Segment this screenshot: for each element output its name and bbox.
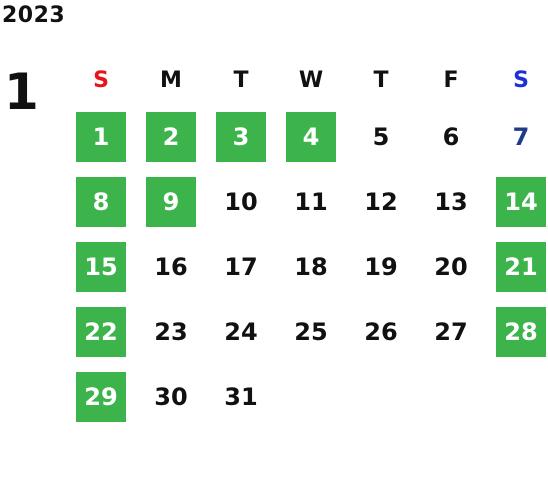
day-cell[interactable]: 29	[76, 372, 126, 422]
day-cell[interactable]: 28	[496, 307, 546, 357]
day-cell[interactable]: 3	[216, 112, 266, 162]
day-cell[interactable]: 8	[76, 177, 126, 227]
day-cell[interactable]: 1	[76, 112, 126, 162]
day-cell[interactable]: 16	[154, 253, 188, 281]
day-cell[interactable]: 18	[294, 253, 328, 281]
day-cell[interactable]: 22	[76, 307, 126, 357]
day-cell[interactable]: 24	[224, 318, 258, 346]
day-cell[interactable]: 13	[434, 188, 468, 216]
day-cell[interactable]: 31	[224, 383, 258, 411]
day-cell[interactable]: 25	[294, 318, 328, 346]
day-cell[interactable]: 7	[512, 123, 530, 151]
day-cell-empty	[356, 372, 406, 422]
week-row-5: 29 30 31	[66, 368, 548, 433]
day-cell[interactable]: 17	[224, 253, 258, 281]
weekday-header-row: S M T W T F S	[66, 56, 548, 108]
month-label: 1	[4, 63, 39, 121]
day-cell-empty	[286, 372, 336, 422]
day-cell[interactable]: 27	[434, 318, 468, 346]
day-cell[interactable]: 20	[434, 253, 468, 281]
day-cell[interactable]: 4	[286, 112, 336, 162]
weekday-thursday: T	[373, 68, 389, 93]
weekday-sunday: S	[93, 68, 109, 93]
weekday-tuesday: T	[233, 68, 249, 93]
day-cell[interactable]: 12	[364, 188, 398, 216]
weekday-monday: M	[160, 68, 182, 93]
year-label: 2023	[2, 3, 66, 28]
calendar-grid: S M T W T F S 1 2 3 4 5 6 7 8 9 10 11 12…	[66, 56, 548, 433]
day-cell[interactable]: 26	[364, 318, 398, 346]
week-row-1: 1 2 3 4 5 6 7	[66, 108, 548, 173]
day-cell-empty	[496, 372, 546, 422]
week-row-4: 22 23 24 25 26 27 28	[66, 303, 548, 368]
day-cell[interactable]: 2	[146, 112, 196, 162]
weekday-wednesday: W	[298, 68, 324, 93]
day-cell[interactable]: 5	[372, 123, 390, 151]
week-row-2: 8 9 10 11 12 13 14	[66, 173, 548, 238]
day-cell[interactable]: 23	[154, 318, 188, 346]
weekday-saturday: S	[513, 68, 529, 93]
day-cell[interactable]: 11	[294, 188, 328, 216]
day-cell[interactable]: 6	[442, 123, 460, 151]
day-cell[interactable]: 14	[496, 177, 546, 227]
day-cell[interactable]: 30	[154, 383, 188, 411]
day-cell[interactable]: 10	[224, 188, 258, 216]
day-cell[interactable]: 9	[146, 177, 196, 227]
weekday-friday: F	[443, 68, 459, 93]
day-cell[interactable]: 19	[364, 253, 398, 281]
day-cell[interactable]: 21	[496, 242, 546, 292]
day-cell-empty	[426, 372, 476, 422]
day-cell[interactable]: 15	[76, 242, 126, 292]
week-row-3: 15 16 17 18 19 20 21	[66, 238, 548, 303]
